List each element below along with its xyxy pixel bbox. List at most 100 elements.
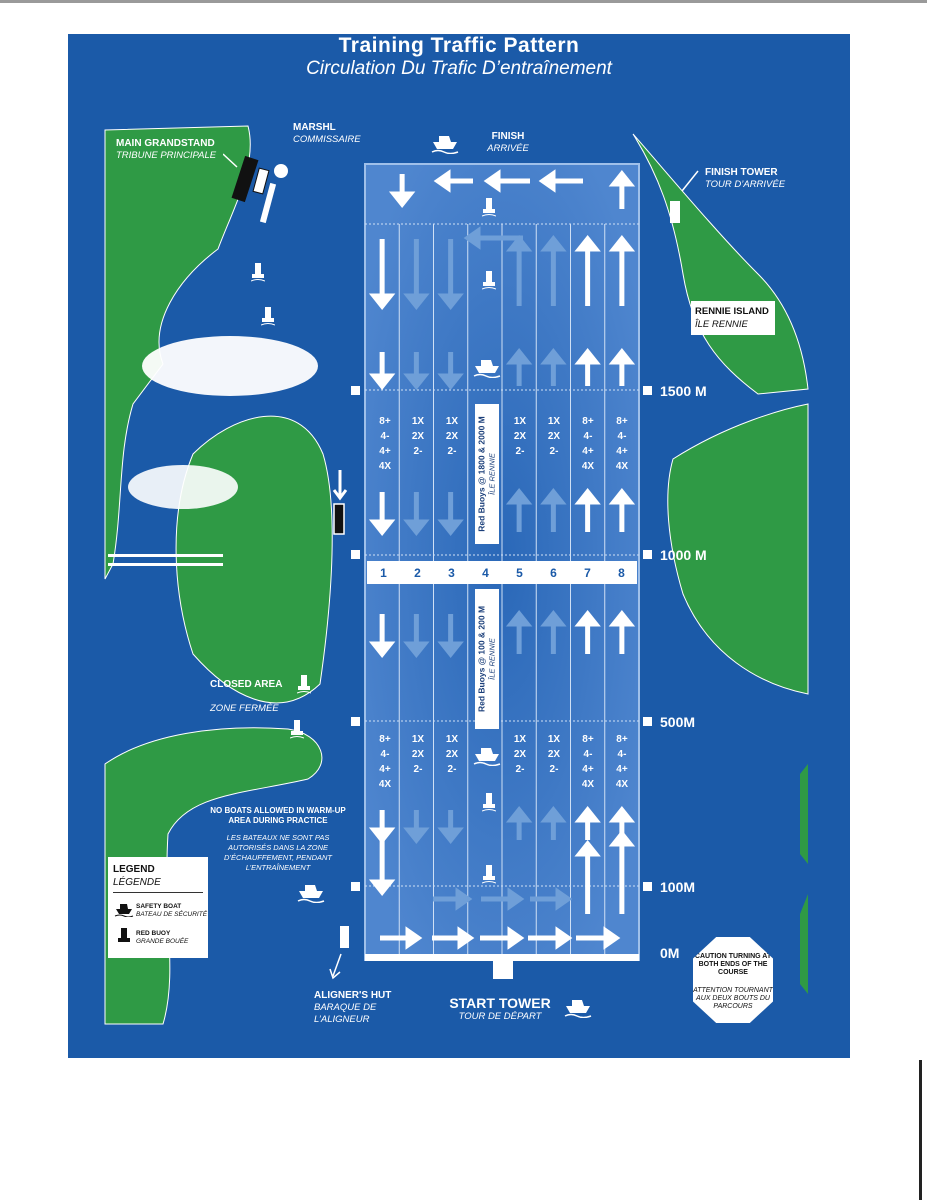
arrow-up-lane-7	[574, 839, 601, 914]
crew-lower-lane-1: 8+4-4+4X	[378, 734, 392, 790]
arrow-start-right	[576, 926, 621, 950]
marker-right-100	[643, 882, 652, 891]
red-buoy-icon	[251, 263, 265, 282]
arrow-start-right	[480, 926, 525, 950]
rennie-label-fr: ÎLE RENNIE	[695, 319, 748, 330]
arrow-start-right	[528, 926, 573, 950]
arrow-up-lane-8	[608, 487, 636, 532]
red-buoy-icon	[482, 793, 496, 812]
course-map: Training Traffic Pattern Circulation Du …	[68, 34, 850, 1058]
arrow-start-right-faded	[481, 887, 525, 911]
page-top-edge	[0, 0, 927, 3]
arrow-up-lane-5	[505, 234, 533, 306]
arrow-down-lane-3	[437, 492, 464, 537]
arrow-up-lane-6	[540, 347, 567, 386]
red-buoy-icon	[118, 928, 130, 942]
lane-number-3: 3	[448, 566, 455, 580]
lane-number-1: 1	[380, 566, 387, 580]
lane-number-8: 8	[618, 566, 625, 580]
arrow-down-lane-2	[403, 239, 430, 311]
arrow-finish-left	[483, 169, 530, 193]
arrow-up-lane-8	[608, 234, 636, 306]
marker-left-500	[351, 717, 360, 726]
page-subtitle: Circulation Du Trafic D’entraînement	[306, 58, 612, 79]
arrow-finish-left	[538, 169, 583, 193]
legend-divider	[113, 892, 203, 893]
finish-tower-icon	[670, 170, 699, 223]
crew-upper-lane-8: 8+4-4+4X	[615, 416, 629, 472]
arrow-up-lane-7	[574, 805, 601, 840]
arrow-up-lane-8	[608, 609, 636, 654]
lane-lines	[365, 223, 639, 954]
safety-boat-icon	[473, 360, 501, 378]
arrow-up-lane-5	[505, 347, 533, 386]
distance-100: 100M	[660, 879, 696, 895]
red-buoy-icon	[261, 307, 275, 326]
marker-left-100	[351, 882, 360, 891]
dock-line-2	[108, 563, 223, 566]
arrow-down-lane-1	[368, 492, 396, 537]
distance-0: 0M	[660, 945, 680, 961]
crew-upper-lane-1: 8+4-4+4X	[378, 416, 392, 472]
marker-right-1000	[643, 550, 652, 559]
arrow-finish-down	[388, 174, 416, 209]
arrow-up-lane-5	[505, 805, 533, 840]
arrow-up-lane-8	[608, 347, 636, 386]
arrow-up-lane-7	[574, 234, 601, 306]
aligners-hut-icon	[329, 926, 349, 980]
warmup-entry-icon	[332, 470, 348, 535]
crew-lower-lane-8: 8+4-4+4X	[615, 734, 629, 790]
arrow-down-lane-1	[368, 614, 396, 659]
arrow-down-lane-2	[403, 614, 430, 659]
arrow-up-lane-6	[540, 805, 567, 840]
arrow-down-lane-3	[437, 810, 464, 845]
page-title: Training Traffic Pattern	[338, 34, 580, 57]
start-line	[365, 954, 639, 961]
lane-number-6: 6	[550, 566, 557, 580]
lane-number-4: 4	[482, 566, 489, 580]
arrow-start-right-faded	[530, 887, 573, 911]
crew-upper-lane-7: 8+4-4+4X	[581, 416, 595, 472]
whiteout-patch-2	[128, 465, 238, 509]
marker-left-1500	[351, 386, 360, 395]
arrow-down-lane-1	[368, 810, 396, 845]
lane-number-5: 5	[516, 566, 523, 580]
safety-boat-icon	[564, 1000, 592, 1018]
arrow-down-lane-1	[368, 834, 396, 897]
arrow-up-lane-6	[540, 609, 567, 654]
land-east-sliver-1	[800, 764, 808, 864]
red-buoy-icon	[482, 271, 496, 290]
caution-sign: CAUTION TURNING AT BOTH ENDS OF THE COUR…	[693, 937, 773, 1023]
safety-boat-icon	[473, 748, 501, 766]
distance-1500: 1500 M	[660, 383, 707, 399]
arrow-start-right	[380, 926, 423, 950]
arrow-up-lane-6	[540, 234, 567, 306]
red-buoy-icon	[297, 675, 311, 694]
crew-lower-lane-7: 8+4-4+4X	[581, 734, 595, 790]
lane-number-strip	[367, 561, 637, 584]
arrow-down-lane-3	[437, 239, 464, 311]
dock-line-1	[108, 554, 223, 557]
arrow-up-lane-6	[540, 487, 567, 532]
red-buoy-icon	[482, 198, 496, 217]
red-buoy-icon	[290, 720, 304, 739]
arrow-down-lane-3	[437, 352, 464, 391]
arrow-finish-left	[433, 169, 473, 193]
arrow-up-lane-5	[505, 487, 533, 532]
legend-title: LEGEND	[113, 864, 155, 875]
arrow-start-right	[432, 926, 475, 950]
distance-1000: 1000 M	[660, 547, 707, 563]
arrow-finish-up	[608, 169, 636, 209]
